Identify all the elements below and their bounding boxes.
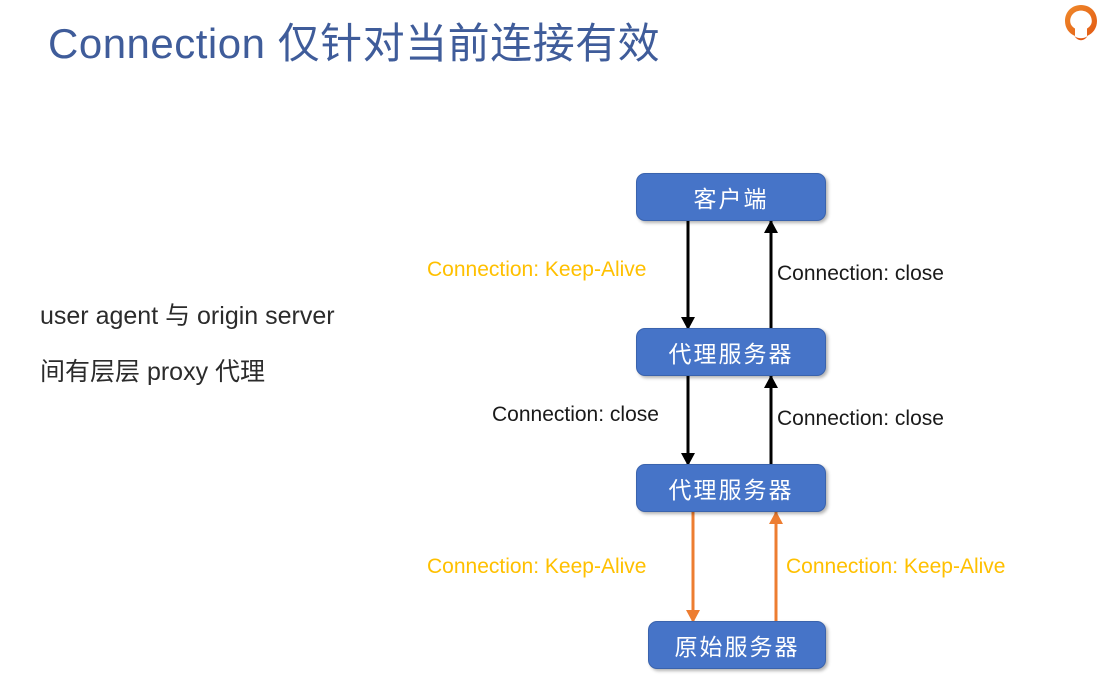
node-proxy-server-2[interactable]: 代理服务器 — [636, 464, 826, 512]
page-title: Connection 仅针对当前连接有效 — [48, 20, 661, 67]
left-description-line-2: 间有层层 proxy 代理 — [40, 358, 266, 386]
arrow-shaft — [686, 221, 690, 329]
edge-label-proxy2-to-proxy1: Connection: close — [777, 407, 944, 430]
arrow-shaft — [686, 376, 690, 465]
edge-label-proxy2-to-origin: Connection: Keep-Alive — [427, 555, 647, 578]
arrow-proxy1-to-proxy2-icon — [681, 376, 695, 466]
arrow-head — [686, 610, 700, 623]
left-description-text: user agent 与 origin server 间有层层 proxy 代理 — [40, 288, 440, 400]
brand-logo-icon — [1065, 5, 1097, 41]
node-proxy-server-1[interactable]: 代理服务器 — [636, 328, 826, 376]
arrow-proxy2-to-origin-icon — [686, 512, 700, 623]
edge-label-proxy1-to-client: Connection: close — [777, 262, 944, 285]
arrow-head — [681, 453, 695, 466]
edge-label-client-to-proxy1: Connection: Keep-Alive — [427, 258, 647, 281]
arrow-head — [764, 220, 778, 233]
node-origin-server[interactable]: 原始服务器 — [648, 621, 826, 669]
arrow-head — [764, 375, 778, 388]
arrow-shaft — [774, 512, 778, 622]
edge-label-origin-to-proxy2: Connection: Keep-Alive — [786, 555, 1006, 578]
arrow-origin-to-proxy2-icon — [769, 511, 783, 622]
arrow-shaft — [769, 376, 773, 465]
arrow-head — [769, 511, 783, 524]
arrow-head — [681, 317, 695, 330]
arrow-proxy1-to-client-icon — [764, 220, 778, 329]
arrow-shaft — [769, 221, 773, 329]
arrow-client-to-proxy1-icon — [681, 221, 695, 330]
left-description-line-1: user agent 与 origin server — [40, 302, 335, 330]
node-client[interactable]: 客户端 — [636, 173, 826, 221]
arrow-shaft — [691, 512, 695, 622]
edge-label-proxy1-to-proxy2: Connection: close — [492, 403, 659, 426]
arrow-proxy2-to-proxy1-icon — [764, 375, 778, 465]
